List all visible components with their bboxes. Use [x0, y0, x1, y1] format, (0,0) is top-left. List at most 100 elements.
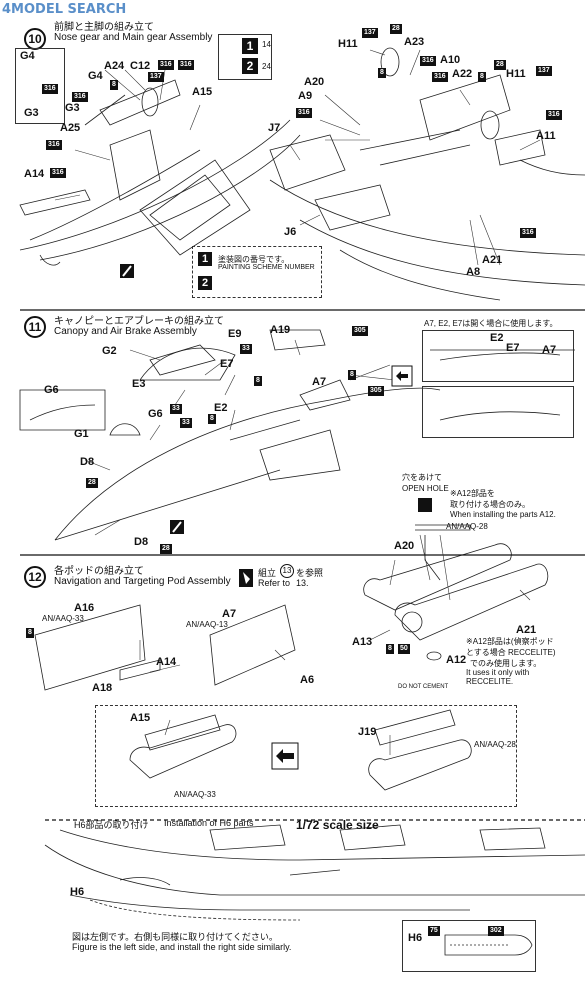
h6-title-jp: H6部品の取り付け	[74, 820, 149, 830]
refer-jp-2: を参照	[296, 568, 324, 578]
h6-scale-label: 1/72 scale size	[296, 818, 379, 832]
a12-note-en: When installing the parts A12.	[450, 510, 556, 519]
cement-tag: 316	[296, 108, 312, 118]
scheme-code: 24	[262, 62, 271, 71]
part-label: G6	[44, 384, 59, 396]
cement-tag: 316	[432, 72, 448, 82]
a12-note-jp: ※A12部品を 取り付ける場合のみ。	[450, 489, 530, 509]
part-label: G4	[88, 70, 103, 82]
part-label: D8	[80, 456, 95, 468]
cement-tag: 305	[352, 326, 368, 336]
cement-tag: 8	[478, 72, 486, 82]
step-number-11: 11	[24, 316, 46, 338]
pod-label: AN/AAQ-28	[446, 522, 488, 531]
step12-title-en: Navigation and Targeting Pod Assembly	[54, 576, 231, 587]
part-label: A23	[404, 36, 425, 48]
part-label: E3	[132, 378, 146, 390]
step12-title-jp: 各ポッドの組み立て	[54, 566, 144, 577]
a12-use-en: It uses it only with RECCELITE.	[466, 668, 530, 686]
cement-tag: 316	[520, 228, 536, 238]
part-label: A7	[222, 608, 237, 620]
cement-tag: 316	[72, 92, 88, 102]
part-label: E7	[220, 358, 234, 370]
cement-tag: 75	[428, 926, 440, 936]
cement-tag: 316	[420, 56, 436, 66]
cement-tag: 316	[158, 60, 174, 70]
scheme-legend-box	[192, 246, 322, 298]
part-label: G4	[20, 50, 35, 62]
pod-label: AN/AAQ-13	[186, 620, 228, 629]
pod-label: AN/AAQ-28	[474, 740, 516, 749]
cement-tag: 33	[240, 344, 252, 354]
scheme-note-en: PAINTING SCHEME NUMBER	[218, 264, 315, 271]
cement-tag: 33	[180, 418, 192, 428]
part-label: A19	[270, 324, 291, 336]
part-label: G2	[102, 345, 117, 357]
step11-title-en: Canopy and Air Brake Assembly	[54, 326, 197, 337]
cement-tag: 8	[348, 370, 356, 380]
part-label: H11	[506, 68, 526, 80]
part-label: A14	[156, 656, 177, 668]
part-label: A25	[60, 122, 81, 134]
part-label: E2	[214, 402, 228, 414]
h6-note-en: Figure is the left side, and install the…	[72, 942, 292, 952]
cement-tag: 28	[390, 24, 402, 34]
cement-tag: 33	[170, 404, 182, 414]
refer-en: Refer to	[258, 578, 291, 588]
part-label: A22	[452, 68, 473, 80]
part-label: A15	[130, 712, 151, 724]
part-label: J6	[284, 226, 297, 238]
cement-tag: 316	[50, 168, 66, 178]
hole-note-en: OPEN HOLE	[402, 484, 449, 493]
part-label: G1	[74, 428, 89, 440]
open-note: A7, E2, E7は開く場合に使用します。	[424, 319, 558, 328]
a12-use-jp-2: でのみ使用します。	[470, 659, 542, 668]
refer-jp: 組立	[258, 568, 277, 578]
refer-step-marker: 13	[280, 564, 294, 578]
part-label: J19	[358, 726, 377, 738]
part-label: A8	[466, 266, 481, 278]
part-label: A16	[74, 602, 95, 614]
h6-inset-label: H6	[408, 932, 423, 944]
part-label: A14	[24, 168, 45, 180]
cement-tag: 316	[178, 60, 194, 70]
part-label: A11	[536, 130, 556, 142]
part-label: G3	[24, 107, 39, 119]
step10-title-en: Nose gear and Main gear Assembly	[54, 32, 213, 43]
refer-en-num: 13.	[296, 578, 309, 588]
pod-alternative-box	[95, 705, 517, 807]
part-label: A20	[394, 540, 415, 552]
part-label: E2	[490, 332, 504, 344]
h6-title-en: Installation of H6 parts	[164, 818, 254, 828]
cement-tag: 137	[148, 72, 164, 82]
inset-closed-view	[422, 386, 574, 438]
part-label: H11	[338, 38, 358, 50]
cement-tag: 8	[26, 628, 34, 638]
scheme-marker-2: 2	[242, 58, 258, 74]
part-label: E9	[228, 328, 242, 340]
cement-tag: 8	[208, 414, 216, 424]
g4-g3-inset	[15, 48, 65, 124]
part-label: J7	[268, 122, 281, 134]
part-label: A10	[440, 54, 461, 66]
step10-title-jp: 前脚と主脚の組み立て	[54, 22, 154, 33]
cement-tag: 50	[398, 644, 410, 654]
part-label: A7	[312, 376, 327, 388]
cement-tag: 8	[378, 68, 386, 78]
pod-label: AN/AAQ-33	[42, 614, 84, 623]
h6-part-label: H6	[70, 886, 85, 898]
step-number-12: 12	[24, 566, 46, 588]
cement-tag: 137	[362, 28, 378, 38]
painting-scheme-box	[218, 34, 272, 80]
scheme-note-jp: 塗装図の番号です。	[218, 255, 290, 264]
part-label: D8	[134, 536, 149, 548]
part-label: A6	[300, 674, 315, 686]
part-label: A20	[304, 76, 325, 88]
part-label: A7	[542, 344, 557, 356]
scheme-code: 14	[262, 40, 271, 49]
cement-tag: 302	[488, 926, 504, 936]
part-label: A18	[92, 682, 113, 694]
part-label: A9	[298, 90, 313, 102]
cement-tag: 305	[368, 386, 384, 396]
